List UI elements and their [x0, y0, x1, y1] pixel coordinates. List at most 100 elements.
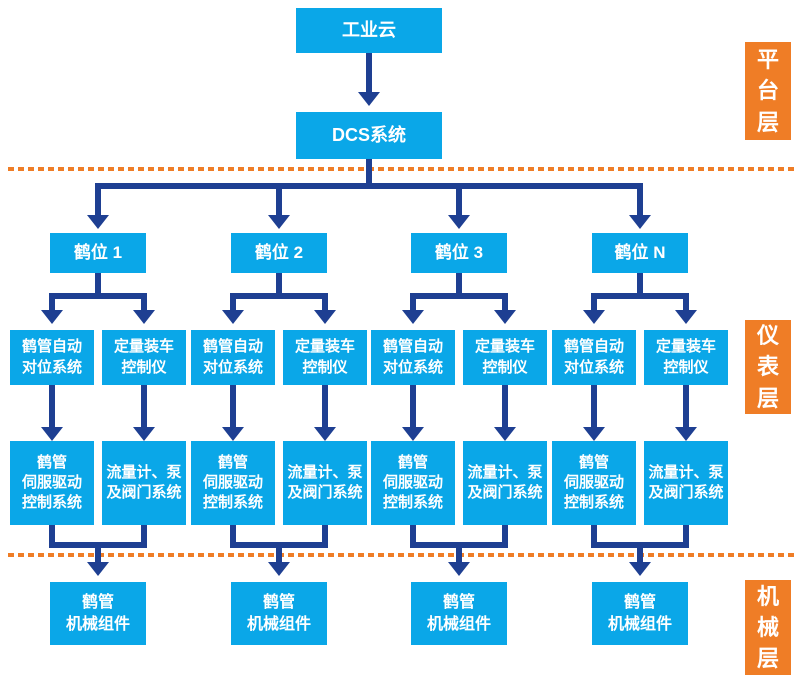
- dcs-distribution-bus-line: [95, 183, 643, 189]
- merge-left-line: [230, 525, 236, 542]
- instrument-layer-label-text: 仪表层: [756, 323, 779, 411]
- arm-mechanical-assembly-box: 鹤管 机械组件: [592, 582, 688, 645]
- align-to-servo-line: [591, 385, 597, 427]
- station-split-stub-line: [276, 273, 282, 293]
- branch-station-n: 鹤位 N 鹤管自动 对位系统 定量装车 控制仪 鹤管 伺服驱动 控制系统 流量计…: [544, 189, 736, 645]
- controller-to-flow-arrowhead-icon: [675, 427, 697, 441]
- bus-drop-line: [637, 189, 643, 215]
- controller-to-flow-line: [502, 385, 508, 427]
- merge-left-line: [591, 525, 597, 542]
- servo-drive-control-system-box: 鹤管 伺服驱动 控制系统: [10, 441, 94, 525]
- station-split-bar-line: [49, 293, 147, 299]
- merge-bar-line: [49, 542, 147, 548]
- merge-left-line: [49, 525, 55, 542]
- split-right-arrowhead-icon: [494, 310, 516, 324]
- split-right-arrowhead-icon: [133, 310, 155, 324]
- split-left-arrowhead-icon: [402, 310, 424, 324]
- merge-to-mechanical-line: [456, 548, 462, 562]
- station-box: 鹤位 2: [231, 233, 327, 273]
- station-split-bar-line: [410, 293, 508, 299]
- mechanical-layer-label: 机械层: [745, 580, 791, 675]
- station-split-stub-line: [95, 273, 101, 293]
- arm-auto-align-system-box: 鹤管自动 对位系统: [10, 330, 94, 385]
- split-left-line: [410, 299, 416, 310]
- dcs-to-bus-line: [366, 159, 372, 189]
- merge-right-line: [322, 525, 328, 542]
- split-right-line: [502, 299, 508, 310]
- bus-drop-line: [456, 189, 462, 215]
- split-left-arrowhead-icon: [583, 310, 605, 324]
- arm-auto-align-system-box: 鹤管自动 对位系统: [191, 330, 275, 385]
- align-to-servo-arrowhead-icon: [402, 427, 424, 441]
- merge-right-line: [683, 525, 689, 542]
- merge-right-line: [141, 525, 147, 542]
- controller-to-flow-line: [322, 385, 328, 427]
- quantitative-loading-controller-box: 定量装车 控制仪: [283, 330, 367, 385]
- servo-drive-control-system-box: 鹤管 伺服驱动 控制系统: [371, 441, 455, 525]
- servo-drive-control-system-box: 鹤管 伺服驱动 控制系统: [552, 441, 636, 525]
- mechanical-layer-separator-line: [8, 553, 798, 557]
- controller-to-flow-line: [683, 385, 689, 427]
- cloud-to-dcs-arrowhead-icon: [358, 92, 380, 106]
- align-to-servo-arrowhead-icon: [41, 427, 63, 441]
- align-to-servo-arrowhead-icon: [222, 427, 244, 441]
- cloud-to-dcs-line: [366, 53, 372, 92]
- station-box: 鹤位 3: [411, 233, 507, 273]
- split-right-line: [683, 299, 689, 310]
- flow-pump-valve-system-box: 流量计、泵 及阀门系统: [283, 441, 367, 525]
- flow-pump-valve-system-box: 流量计、泵 及阀门系统: [644, 441, 728, 525]
- split-left-line: [49, 299, 55, 310]
- merge-to-mechanical-arrowhead-icon: [629, 562, 651, 576]
- split-right-line: [141, 299, 147, 310]
- instrument-layer-label: 仪表层: [745, 320, 791, 414]
- merge-to-mechanical-arrowhead-icon: [448, 562, 470, 576]
- bus-drop-line: [95, 189, 101, 215]
- merge-bar-line: [591, 542, 689, 548]
- station-split-bar-line: [591, 293, 689, 299]
- arm-auto-align-system-box: 鹤管自动 对位系统: [552, 330, 636, 385]
- station-split-bar-line: [230, 293, 328, 299]
- quantitative-loading-controller-box: 定量装车 控制仪: [102, 330, 186, 385]
- branch-station-1: 鹤位 1 鹤管自动 对位系统 定量装车 控制仪 鹤管 伺服驱动 控制系统 流量计…: [2, 189, 194, 645]
- merge-bar-line: [410, 542, 508, 548]
- flow-pump-valve-system-box: 流量计、泵 及阀门系统: [102, 441, 186, 525]
- merge-to-mechanical-arrowhead-icon: [87, 562, 109, 576]
- controller-to-flow-arrowhead-icon: [314, 427, 336, 441]
- servo-drive-control-system-box: 鹤管 伺服驱动 控制系统: [191, 441, 275, 525]
- merge-to-mechanical-line: [637, 548, 643, 562]
- align-to-servo-arrowhead-icon: [583, 427, 605, 441]
- controller-to-flow-line: [141, 385, 147, 427]
- arm-auto-align-system-box: 鹤管自动 对位系统: [371, 330, 455, 385]
- merge-to-mechanical-line: [276, 548, 282, 562]
- controller-to-flow-arrowhead-icon: [494, 427, 516, 441]
- platform-layer-label-text: 平台层: [756, 47, 779, 135]
- station-split-stub-line: [637, 273, 643, 293]
- bus-drop-arrowhead-icon: [629, 215, 651, 229]
- station-split-stub-line: [456, 273, 462, 293]
- bus-drop-arrowhead-icon: [448, 215, 470, 229]
- merge-to-mechanical-line: [95, 548, 101, 562]
- align-to-servo-line: [410, 385, 416, 427]
- split-right-line: [322, 299, 328, 310]
- industrial-cloud-box: 工业云: [296, 8, 442, 53]
- dcs-system-box: DCS系统: [296, 112, 442, 159]
- flow-pump-valve-system-box: 流量计、泵 及阀门系统: [463, 441, 547, 525]
- split-right-arrowhead-icon: [675, 310, 697, 324]
- arm-mechanical-assembly-box: 鹤管 机械组件: [231, 582, 327, 645]
- merge-left-line: [410, 525, 416, 542]
- branch-station-3: 鹤位 3 鹤管自动 对位系统 定量装车 控制仪 鹤管 伺服驱动 控制系统 流量计…: [363, 189, 555, 645]
- merge-right-line: [502, 525, 508, 542]
- split-left-line: [230, 299, 236, 310]
- platform-layer-separator-line: [8, 167, 798, 171]
- mechanical-layer-label-text: 机械层: [756, 583, 779, 672]
- arm-mechanical-assembly-box: 鹤管 机械组件: [50, 582, 146, 645]
- station-box: 鹤位 1: [50, 233, 146, 273]
- split-left-arrowhead-icon: [41, 310, 63, 324]
- split-left-arrowhead-icon: [222, 310, 244, 324]
- merge-to-mechanical-arrowhead-icon: [268, 562, 290, 576]
- bus-drop-arrowhead-icon: [87, 215, 109, 229]
- arm-mechanical-assembly-box: 鹤管 机械组件: [411, 582, 507, 645]
- controller-to-flow-arrowhead-icon: [133, 427, 155, 441]
- station-box: 鹤位 N: [592, 233, 688, 273]
